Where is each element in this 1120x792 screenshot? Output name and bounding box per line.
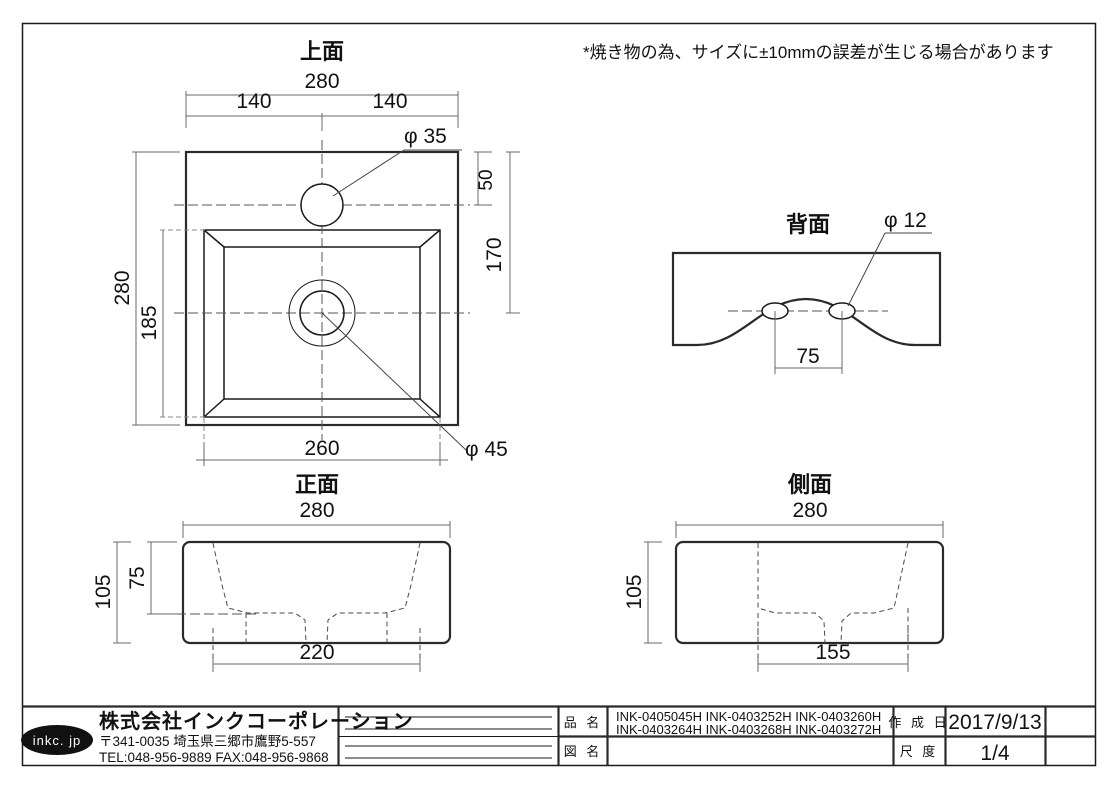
- dim-top-center-offset: 170: [483, 237, 506, 272]
- title-block: inkc. jp 株式会社インクコーポレーション 〒341-0035 埼玉県三郷…: [21, 705, 1096, 766]
- side-view-bowl-profile-right: [840, 542, 909, 644]
- company-logo-badge: [21, 725, 93, 755]
- dim-side-bowl-width-ext: [757, 628, 909, 660]
- product-codes-line-1: INK-0405045H INK-0403252H INK-0403260H: [616, 709, 881, 724]
- dim-top-overall-width: 280: [304, 70, 339, 93]
- dim-top-bowl-depth: 185: [138, 305, 161, 340]
- dim-top-bowl-width-line: [196, 442, 448, 466]
- leader-faucet-hole: [332, 149, 405, 197]
- label-product-name: 品 名: [564, 715, 603, 730]
- dim-side-overall-width: 280: [792, 499, 827, 522]
- creation-date-value: 2017/9/13: [948, 711, 1041, 734]
- side-view-bowl-profile-left: [757, 543, 826, 644]
- dim-front-height-line: [113, 541, 131, 644]
- top-view-drain-ring: [288, 279, 356, 347]
- view-side: 側面 280 105 155: [623, 472, 945, 672]
- dim-top-depth-line: [132, 151, 180, 426]
- top-view-bowl-bevels: [203, 229, 441, 418]
- dim-front-bowl-height: 75: [126, 566, 149, 589]
- front-view-bowl-profile-left: [212, 542, 307, 644]
- view-front-title: 正面: [295, 472, 339, 497]
- dim-top-half-left: 140: [236, 90, 271, 113]
- dim-front-height: 105: [92, 574, 115, 609]
- dim-side-overall-width-line: [675, 521, 944, 538]
- dim-top-half-right: 140: [372, 90, 407, 113]
- dim-front-bowl-width: 220: [299, 641, 334, 664]
- dim-side-height-line: [644, 541, 662, 644]
- dim-top-bowl-width: 260: [304, 437, 339, 460]
- dim-front-bowl-height-line: [147, 541, 177, 615]
- dim-top-center-offset-line: [506, 151, 520, 314]
- leader-drain-hole: [321, 312, 467, 451]
- front-view-body-outline: [181, 540, 452, 645]
- dim-side-height: 105: [623, 574, 646, 609]
- dim-side-bowl-width: 155: [815, 641, 850, 664]
- title-block-revision-rules: [345, 716, 552, 759]
- label-drawing-name: 図 名: [564, 744, 603, 759]
- dim-top-hole-offset: 50: [476, 169, 497, 190]
- company-contact: TEL:048-956-9889 FAX:048-956-9868: [99, 750, 329, 765]
- company-name: 株式会社インクコーポレーション: [99, 709, 414, 733]
- dim-top-bowl-width-ext: [203, 418, 441, 444]
- dim-rear-mount-hole: φ 12: [884, 209, 927, 232]
- front-view-bowl-hidden-verticals: [245, 613, 388, 643]
- dim-rear-hole-spacing-line: [774, 358, 843, 374]
- dim-top-hole-offset-line: [474, 151, 492, 206]
- dim-front-bowl-width-ext: [212, 628, 421, 660]
- dim-front-overall-width-line: [182, 521, 451, 538]
- front-view-bowl-profile-right: [326, 542, 421, 644]
- tolerance-note: *焼き物の為、サイズに±10mmの誤差が生じる場合があります: [583, 43, 1054, 62]
- dim-front-overall-width: 280: [299, 499, 334, 522]
- label-scale: 尺 度: [900, 744, 939, 759]
- view-side-title: 側面: [787, 472, 832, 497]
- view-rear: 背面 φ 12 75: [671, 209, 942, 374]
- dim-top-half-line: [186, 113, 458, 131]
- company-logo-text: inkc. jp: [33, 733, 81, 748]
- view-top: 上面 280 140 140 φ 35 φ 45 280: [111, 39, 520, 466]
- top-view-drain-hole: [299, 290, 345, 336]
- view-top-title: 上面: [300, 39, 344, 64]
- dim-rear-hole-spacing: 75: [796, 345, 819, 368]
- leader-mount-hole: [847, 232, 932, 307]
- side-view-body-outline: [674, 540, 945, 645]
- dim-top-drain-hole: φ 45: [465, 438, 508, 461]
- dim-top-overall-width-line: [185, 91, 459, 128]
- top-view-faucet-hole: [300, 183, 344, 227]
- rear-view-body-outline: [671, 251, 942, 347]
- scale-value: 1/4: [980, 742, 1010, 765]
- view-front: 正面 280 105 75 220: [92, 472, 452, 672]
- view-rear-title: 背面: [786, 212, 830, 237]
- company-address: 〒341-0035 埼玉県三郷市鷹野5-557: [99, 733, 316, 749]
- label-creation-date: 作 成 日: [888, 715, 949, 730]
- dim-top-faucet-hole: φ 35: [404, 125, 447, 148]
- dim-top-depth: 280: [111, 270, 134, 305]
- product-codes-line-2: INK-0403264H INK-0403268H INK-0403272H: [616, 722, 881, 737]
